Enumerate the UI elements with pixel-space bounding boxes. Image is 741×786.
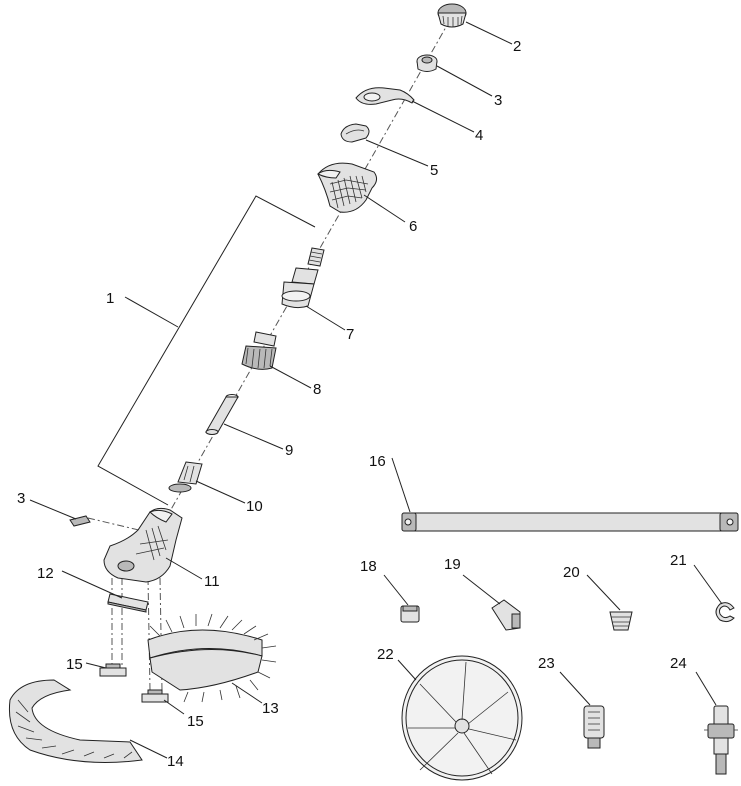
part-15-clip-left [99, 663, 127, 677]
part-21-c-ring [715, 602, 735, 623]
callout-7: 7 [346, 326, 354, 343]
callout-22: 22 [377, 646, 394, 663]
callout-6: 6 [409, 218, 417, 235]
part-19-elbow [491, 599, 521, 631]
leader-24 [695, 671, 717, 706]
callout-5: 5 [430, 162, 438, 179]
part-20-cone [609, 611, 633, 631]
part-8-nut [241, 331, 277, 370]
part-18-connector [400, 605, 420, 623]
callout-1: 1 [106, 290, 114, 307]
part-9-tube [205, 394, 239, 435]
callout-3-top: 3 [494, 92, 502, 109]
part-4-bracket [355, 87, 415, 105]
part-16-hose [401, 512, 739, 532]
leader-1 [124, 296, 179, 328]
leader-19 [462, 574, 501, 605]
callout-15-left: 15 [66, 656, 83, 673]
part-23-valve [583, 705, 605, 749]
callout-13: 13 [262, 700, 279, 717]
part-7-swivel-body [281, 247, 325, 309]
leader-8 [269, 365, 312, 389]
callout-19: 19 [444, 556, 461, 573]
callout-16: 16 [369, 453, 386, 470]
leader-16 [391, 457, 411, 513]
leader-13 [231, 682, 263, 704]
assembly-1-bracket [97, 195, 316, 506]
leader-9 [223, 423, 284, 450]
part-3-small-clip [69, 515, 91, 527]
leader-20 [586, 574, 621, 611]
axis-right-clip [147, 577, 151, 691]
leader-22 [397, 659, 417, 681]
leader-21 [693, 564, 723, 605]
leader-12 [61, 570, 123, 599]
callout-9: 9 [285, 442, 293, 459]
part-14-tire [8, 679, 143, 763]
callout-24: 24 [670, 655, 687, 672]
callout-8: 8 [313, 381, 321, 398]
callout-23: 23 [538, 655, 555, 672]
part-11-main-body [103, 507, 183, 583]
leader-4 [411, 100, 475, 133]
part-22-deflector [401, 655, 523, 781]
callout-3-left: 3 [17, 490, 25, 507]
part-5-plate [340, 123, 370, 143]
part-15-clip-right [141, 689, 169, 703]
callout-14: 14 [167, 753, 184, 770]
leader-5 [365, 139, 429, 167]
leader-2 [465, 21, 513, 45]
callout-12: 12 [37, 565, 54, 582]
part-2-cap [437, 3, 467, 28]
leader-15a [85, 662, 107, 669]
part-3-ring [416, 54, 438, 72]
part-13-fin-disc [147, 613, 277, 703]
part-24-regulator [704, 705, 738, 775]
leader-7 [305, 305, 346, 331]
callout-2: 2 [513, 38, 521, 55]
callout-10: 10 [246, 498, 263, 515]
part-6-swivel [317, 162, 378, 213]
leader-18 [383, 574, 409, 606]
leader-6 [363, 194, 406, 223]
leader-14 [129, 739, 168, 759]
callout-15-right: 15 [187, 713, 204, 730]
callout-4: 4 [475, 127, 483, 144]
part-10-diaphragm [168, 461, 203, 493]
part-12-plate [107, 593, 149, 613]
leader-3b [29, 499, 77, 520]
leader-15b [163, 699, 185, 715]
leader-11 [165, 557, 203, 580]
callout-20: 20 [563, 564, 580, 581]
leader-10 [195, 480, 246, 504]
callout-21: 21 [670, 552, 687, 569]
callout-18: 18 [360, 558, 377, 575]
callout-11: 11 [204, 573, 220, 590]
leader-23 [559, 671, 591, 706]
leader-3a [436, 65, 493, 97]
